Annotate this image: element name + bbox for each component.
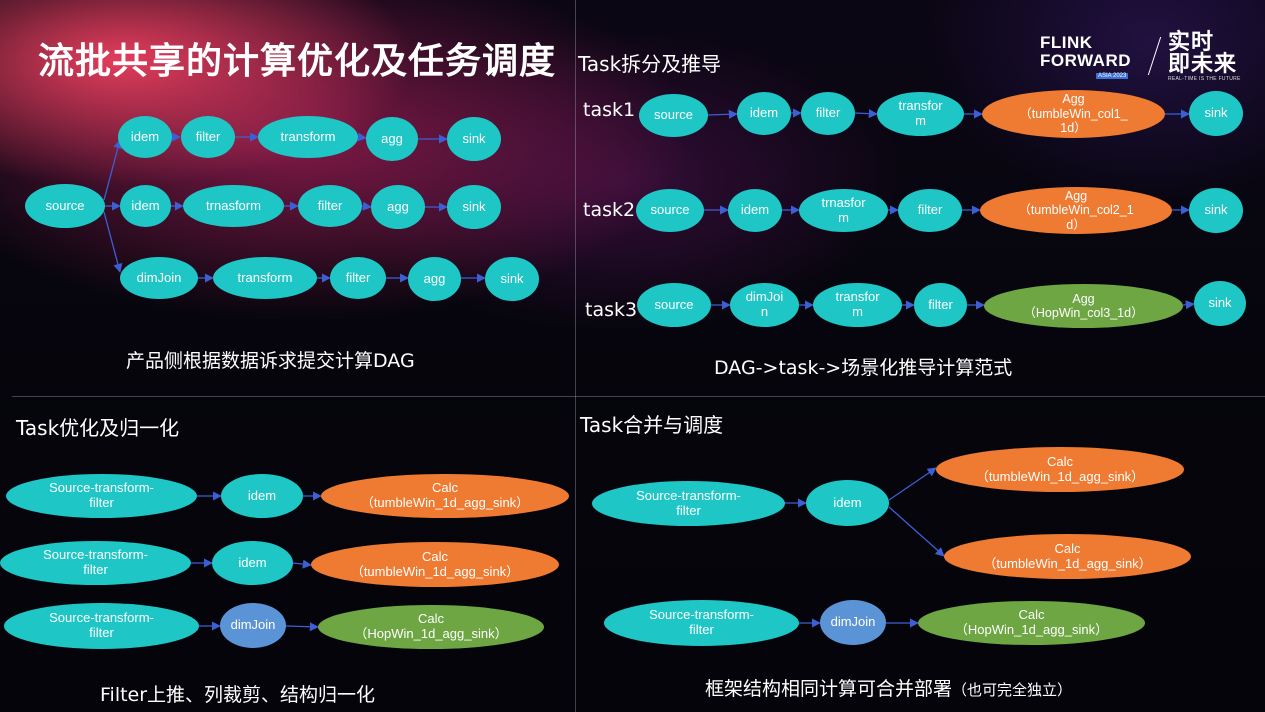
node-filter: filter [914,283,967,327]
node-dimjoin: dimJoin [820,600,886,645]
node-transform: trnasfor m [799,189,888,232]
node-sink: sink [485,257,539,301]
node-dimjoin: dimJoin [220,603,286,648]
node-filter: filter [181,116,235,158]
node-calc-hopwin: Calc （HopWin_1d_agg_sink） [318,605,544,649]
node-calc-tumblewin: Calc （tumbleWin_1d_agg_sink） [311,542,559,587]
node-source-transform-filter: Source-transform- filter [6,474,197,518]
node-idem: idem [221,474,303,518]
node-source: source [636,189,704,232]
node-source-transform-filter: Source-transform- filter [0,541,191,585]
node-filter: filter [298,185,362,227]
node-idem: idem [728,189,782,232]
node-sink: sink [1189,188,1243,233]
node-filter: filter [330,257,386,299]
node-transform: transform [213,257,317,299]
node-idem: idem [806,480,889,526]
node-source: source [637,283,711,327]
node-sink: sink [1194,281,1246,326]
q4-title: Task合并与调度 [580,413,724,437]
node-filter: filter [801,92,855,135]
slide-title: 流批共享的计算优化及任务调度 [38,41,557,82]
node-transform: transfor m [813,283,902,327]
logo-line2: FORWARD [1040,51,1132,70]
node-trnasform: trnasform [183,185,284,227]
flink-forward-logo: FLINK FORWARD ASIA 2023 实时 即未来 REAL-TIME… [1040,30,1245,85]
q2-title: Task拆分及推导 [578,52,722,76]
q2-caption: DAG->task->场景化推导计算范式 [714,357,1013,379]
logo-line1: FLINK [1040,33,1093,52]
vertical-divider [575,0,576,712]
logo-badge: ASIA 2023 [1096,73,1129,79]
node-agg: agg [371,185,425,229]
q4-caption: 框架结构相同计算可合并部署（也可完全独立） [705,674,1072,701]
task-label: task3 [585,299,638,321]
node-dimjoin: dimJoin [120,257,198,299]
node-dimjoin: dimJoi n [730,283,799,327]
task-label: task1 [583,99,636,121]
node-agg: agg [408,257,461,301]
node-calc-tumblewin: Calc （tumbleWin_1d_agg_sink） [936,447,1184,492]
task-label: task2 [583,199,636,221]
node-sink: sink [1189,91,1243,136]
logo-wordmark: FLINK FORWARD [1040,34,1131,70]
node-source-transform-filter: Source-transform- filter [592,481,785,526]
node-agg-hopwin: Agg （HopWin_col3_1d） [984,284,1183,328]
node-transform: transform [258,116,358,158]
q3-caption: Filter上推、列裁剪、结构归一化 [100,684,376,706]
horizontal-divider [12,396,1265,397]
node-source: source [639,94,708,137]
node-idem: idem [737,92,791,135]
node-source-transform-filter: Source-transform- filter [4,603,199,649]
node-idem: idem [120,185,171,227]
logo-chinese: 实时 即未来 [1168,30,1238,77]
node-transform: transfor m [877,92,964,136]
q4-caption-note: （也可完全独立） [952,681,1073,699]
node-idem: idem [118,116,172,158]
q4-caption-main: 框架结构相同计算可合并部署 [705,678,953,700]
node-agg-tumblewin: Agg （tumbleWin_col1_ 1d） [982,90,1165,138]
logo-tagline: REAL-TIME IS THE FUTURE [1168,76,1241,82]
node-calc-tumblewin: Calc （tumbleWin_1d_agg_sink） [944,534,1191,579]
node-filter: filter [898,189,962,232]
node-calc-tumblewin: Calc （tumbleWin_1d_agg_sink） [321,474,569,518]
node-source: source [25,184,105,228]
node-agg-tumblewin: Agg （tumbleWin_col2_1 d） [980,187,1172,234]
logo-divider [1147,36,1162,76]
node-agg: agg [366,117,418,161]
node-sink: sink [447,117,501,161]
node-source-transform-filter: Source-transform- filter [604,600,799,646]
node-idem: idem [212,541,293,585]
q3-title: Task优化及归一化 [16,416,180,440]
node-calc-hopwin: Calc （HopWin_1d_agg_sink） [918,601,1145,645]
q1-caption: 产品侧根据数据诉求提交计算DAG [126,350,415,372]
node-sink: sink [447,185,501,229]
